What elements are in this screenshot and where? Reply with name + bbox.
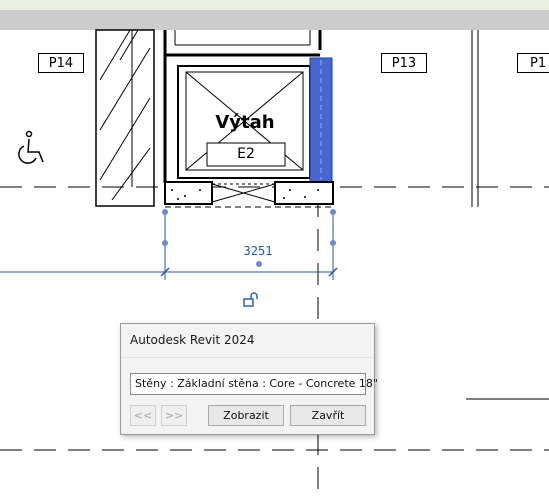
drawing-canvas[interactable]	[0, 29, 549, 499]
next-button[interactable]: >>	[161, 405, 187, 426]
toolbar-strip	[0, 10, 549, 30]
dialog-separator	[121, 357, 374, 358]
element-info-field[interactable]: Stěny : Základní stěna : Core - Concrete…	[130, 373, 378, 395]
title-bar-strip	[0, 0, 549, 10]
dimension-string[interactable]	[0, 209, 338, 280]
elevator-code: E2	[237, 146, 255, 162]
close-button[interactable]: Zavřít	[290, 405, 366, 426]
parking-tag-p13[interactable]: P13	[381, 53, 427, 73]
dialog-title: Autodesk Revit 2024	[130, 333, 255, 347]
dimension-value[interactable]: 3251	[243, 244, 273, 258]
lock-icon[interactable]	[243, 292, 258, 307]
parking-tag-p1[interactable]: P1	[517, 53, 549, 73]
door-threshold	[164, 181, 334, 208]
wheelchair-icon	[18, 130, 44, 164]
show-button[interactable]: Zobrazit	[208, 405, 284, 426]
previous-button[interactable]: <<	[130, 405, 156, 426]
revit-dialog: Autodesk Revit 2024 Stěny : Základní stě…	[120, 323, 378, 435]
elevator-walls	[163, 30, 322, 183]
hatched-shaft	[95, 29, 155, 207]
parking-tag-p14[interactable]: P14	[38, 53, 84, 73]
elevator-title: Výtah	[215, 112, 275, 133]
